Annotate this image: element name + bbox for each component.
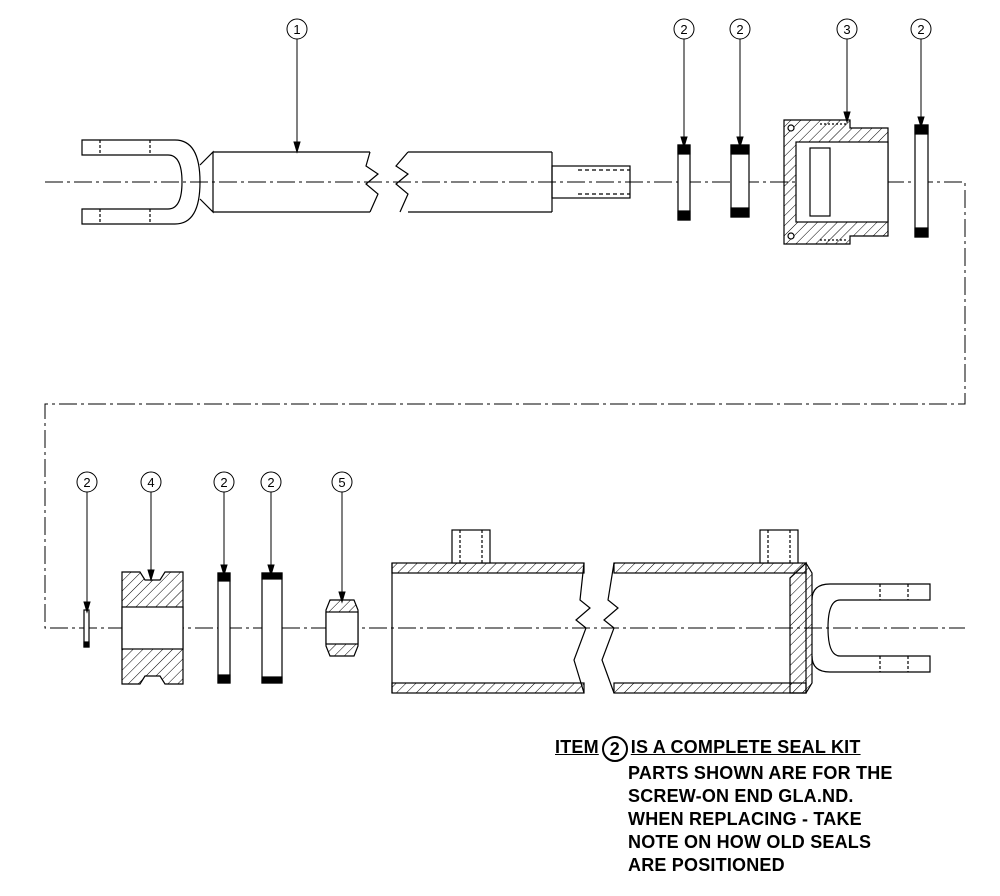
callout-label: 5 <box>338 475 345 490</box>
callout-label: 1 <box>293 22 300 37</box>
note-line: ARE POSITIONED <box>628 855 785 875</box>
note-title-suffix: IS A COMPLETE SEAL KIT <box>630 737 861 757</box>
seal-ring <box>677 144 691 221</box>
note-line: PARTS SHOWN ARE FOR THE <box>628 763 893 783</box>
seal-ring <box>217 572 231 684</box>
callout-1: 1 <box>286 18 308 154</box>
callout-label: 2 <box>220 475 227 490</box>
callout-label: 3 <box>843 22 850 37</box>
piston <box>121 571 184 685</box>
note-line: WHEN REPLACING - TAKE <box>628 809 862 829</box>
note-line: NOTE ON HOW OLD SEALS <box>628 832 872 852</box>
seal-ring <box>914 124 929 238</box>
callout-2: 2 <box>213 471 235 577</box>
note-title-prefix: ITEM <box>555 737 599 757</box>
cylinder-barrel <box>391 529 813 694</box>
rod-assembly <box>81 139 631 225</box>
callout-4: 4 <box>140 471 162 582</box>
seal-ring <box>261 572 283 684</box>
callout-label: 2 <box>917 22 924 37</box>
callout-label: 2 <box>83 475 90 490</box>
gland-nut <box>783 119 889 245</box>
callout-label: 4 <box>147 475 154 490</box>
callout-2: 2 <box>729 18 751 149</box>
callout-label: 2 <box>267 475 274 490</box>
note-item-circle: 2 <box>601 736 628 762</box>
callout-2: 2 <box>260 471 282 577</box>
callout-2: 2 <box>673 18 695 149</box>
callout-3: 3 <box>836 18 858 124</box>
lock-nut <box>325 599 359 657</box>
callout-5: 5 <box>331 471 353 604</box>
note-line: SCREW-ON END GLA.ND. <box>628 786 854 806</box>
seal-ring <box>730 144 750 218</box>
callout-2: 2 <box>76 471 98 614</box>
centerline <box>44 181 966 629</box>
base-clevis <box>811 583 931 673</box>
callout-label: 2 <box>736 22 743 37</box>
seal-ring <box>83 609 90 648</box>
callout-2: 2 <box>910 18 932 129</box>
callout-label: 2 <box>680 22 687 37</box>
